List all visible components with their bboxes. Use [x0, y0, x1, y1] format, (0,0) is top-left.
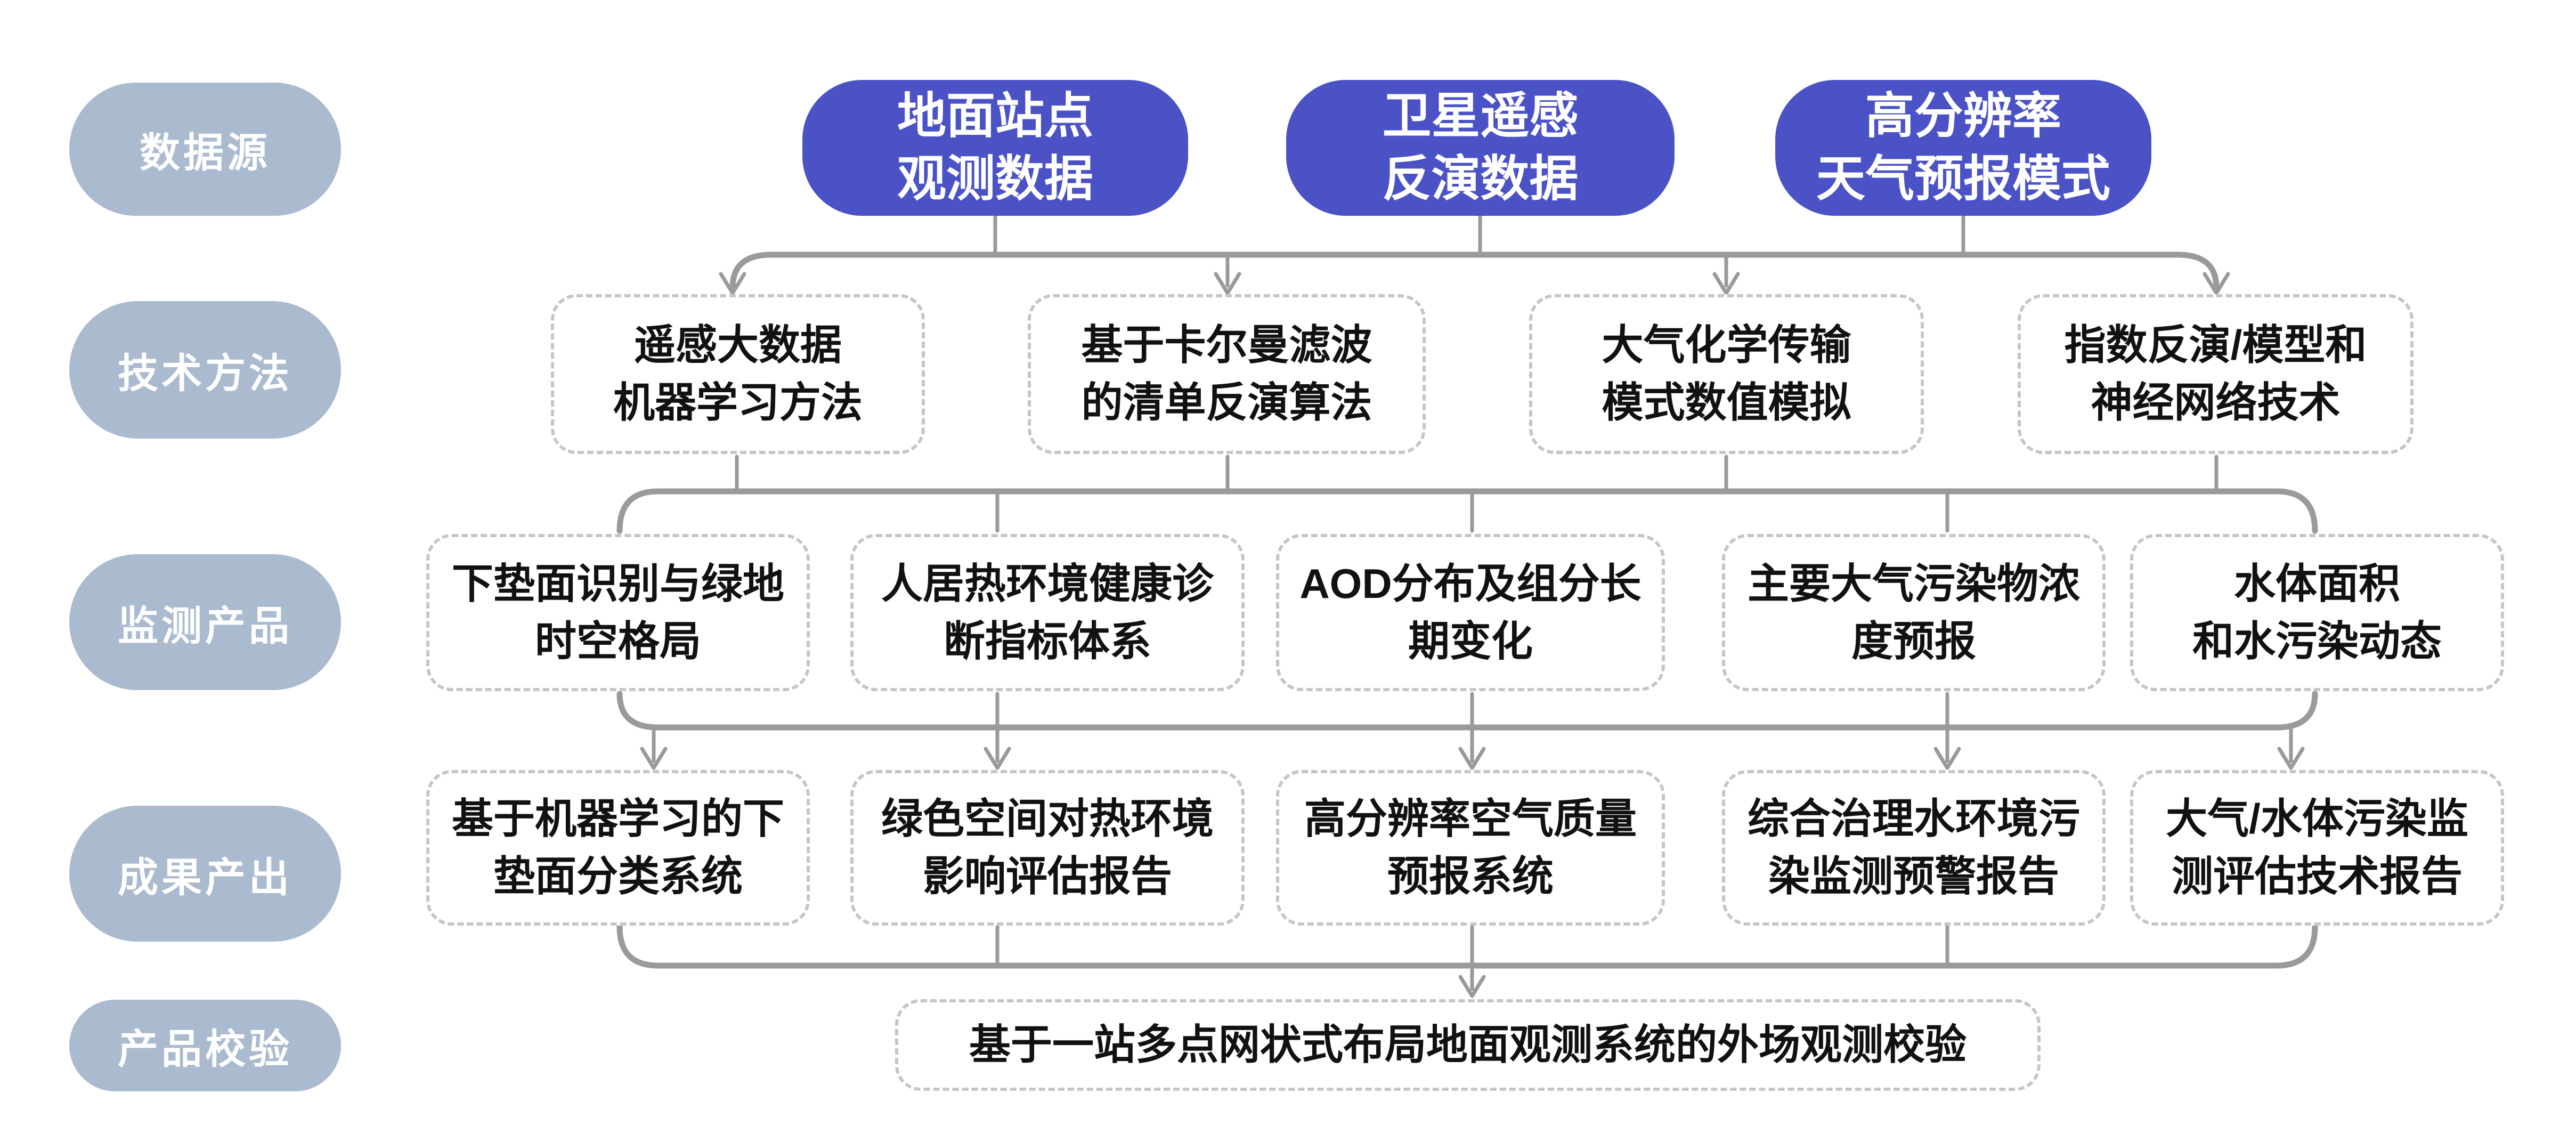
product-label: 水体面积 和水污染动态 — [2192, 560, 2442, 665]
bus-methods-to-products — [616, 488, 2318, 534]
stage-pill-data-source: 数据源 — [69, 83, 341, 216]
stage-label: 技术方法 — [118, 351, 292, 396]
bus2-drop-lines — [995, 489, 1949, 533]
product-box-5: 水体面积 和水污染动态 — [2130, 534, 2504, 691]
bus1-drop-lines — [1225, 253, 1728, 288]
method-box-1: 遥感大数据 机器学习方法 — [551, 294, 925, 454]
method-box-3: 大气化学传输 模式数值模拟 — [1529, 294, 1924, 454]
product-box-3: AOD分布及组分长 期变化 — [1276, 534, 1665, 691]
bus3-drop-lines — [652, 725, 2293, 763]
source-box-satellite: 卫星遥感 反演数据 — [1286, 80, 1675, 216]
arrowhead-to-validation — [1458, 975, 1486, 998]
validation-label: 基于一站多点网状式布局地面观测系统的外场观测校验 — [969, 1021, 1966, 1068]
stage-label: 成果产出 — [118, 855, 292, 901]
source-label: 地面站点 观测数据 — [897, 88, 1093, 206]
product-label: 下垫面识别与绿地 时空格局 — [451, 560, 784, 665]
output-box-1: 基于机器学习的下 垫面分类系统 — [426, 770, 810, 926]
product-box-4: 主要大气污染物浓 度预报 — [1722, 534, 2106, 691]
product-box-2: 人居热环境健康诊 断指标体系 — [850, 534, 1245, 691]
method-label: 基于卡尔曼滤波 的清单反演算法 — [1081, 321, 1372, 426]
method-label: 指数反演/模型和 神经网络技术 — [2064, 321, 2367, 426]
product-label: 人居热环境健康诊 断指标体系 — [881, 560, 1214, 665]
output-box-4: 综合治理水环境污 染监测预警报告 — [1722, 770, 2106, 926]
product-stub-lines — [995, 692, 1949, 730]
source-box-ground-stations: 地面站点 观测数据 — [802, 80, 1188, 216]
output-label: 绿色空间对热环境 影响评估报告 — [881, 795, 1214, 900]
method-box-4: 指数反演/模型和 神经网络技术 — [2018, 294, 2414, 454]
validation-box: 基于一站多点网状式布局地面观测系统的外场观测校验 — [895, 999, 2041, 1091]
product-label: 主要大气污染物浓 度预报 — [1747, 560, 2080, 665]
method-box-2: 基于卡尔曼滤波 的清单反演算法 — [1028, 294, 1426, 454]
method-label: 遥感大数据 机器学习方法 — [613, 321, 863, 426]
bus-outputs-to-validation — [616, 924, 2318, 969]
source-stub-lines — [993, 213, 1965, 255]
stage-pill-products: 监测产品 — [69, 554, 341, 690]
stage-label: 数据源 — [140, 131, 271, 176]
stage-label: 监测产品 — [118, 603, 292, 649]
output-label: 综合治理水环境污 染监测预警报告 — [1747, 795, 2080, 900]
stage-pill-validation: 产品校验 — [69, 1000, 341, 1091]
output-box-3: 高分辨率空气质量 预报系统 — [1276, 770, 1665, 926]
output-stub-lines — [995, 925, 1949, 968]
output-label: 大气/水体污染监 测评估技术报告 — [2166, 795, 2468, 900]
output-label: 高分辨率空气质量 预报系统 — [1304, 795, 1637, 900]
method-label: 大气化学传输 模式数值模拟 — [1602, 321, 1851, 426]
output-box-2: 绿色空间对热环境 影响评估报告 — [850, 770, 1245, 926]
output-label: 基于机器学习的下 垫面分类系统 — [451, 795, 784, 900]
source-label: 高分辨率 天气预报模式 — [1816, 88, 2110, 206]
source-label: 卫星遥感 反演数据 — [1382, 88, 1579, 206]
stage-label: 产品校验 — [118, 1027, 292, 1072]
method-stub-lines — [735, 455, 2219, 491]
arrowheads-to-methods — [719, 272, 2230, 295]
arrowheads-to-outputs — [640, 747, 2305, 770]
stage-pill-methods: 技术方法 — [69, 301, 341, 439]
product-box-1: 下垫面识别与绿地 时空格局 — [426, 534, 810, 691]
output-box-5: 大气/水体污染监 测评估技术报告 — [2130, 770, 2504, 926]
bus-sources-to-methods — [729, 252, 2220, 291]
product-label: AOD分布及组分长 期变化 — [1299, 560, 1642, 665]
bus-products-to-outputs — [616, 691, 2318, 731]
source-box-weather-model: 高分辨率 天气预报模式 — [1775, 80, 2151, 216]
stage-pill-outputs: 成果产出 — [69, 806, 341, 942]
